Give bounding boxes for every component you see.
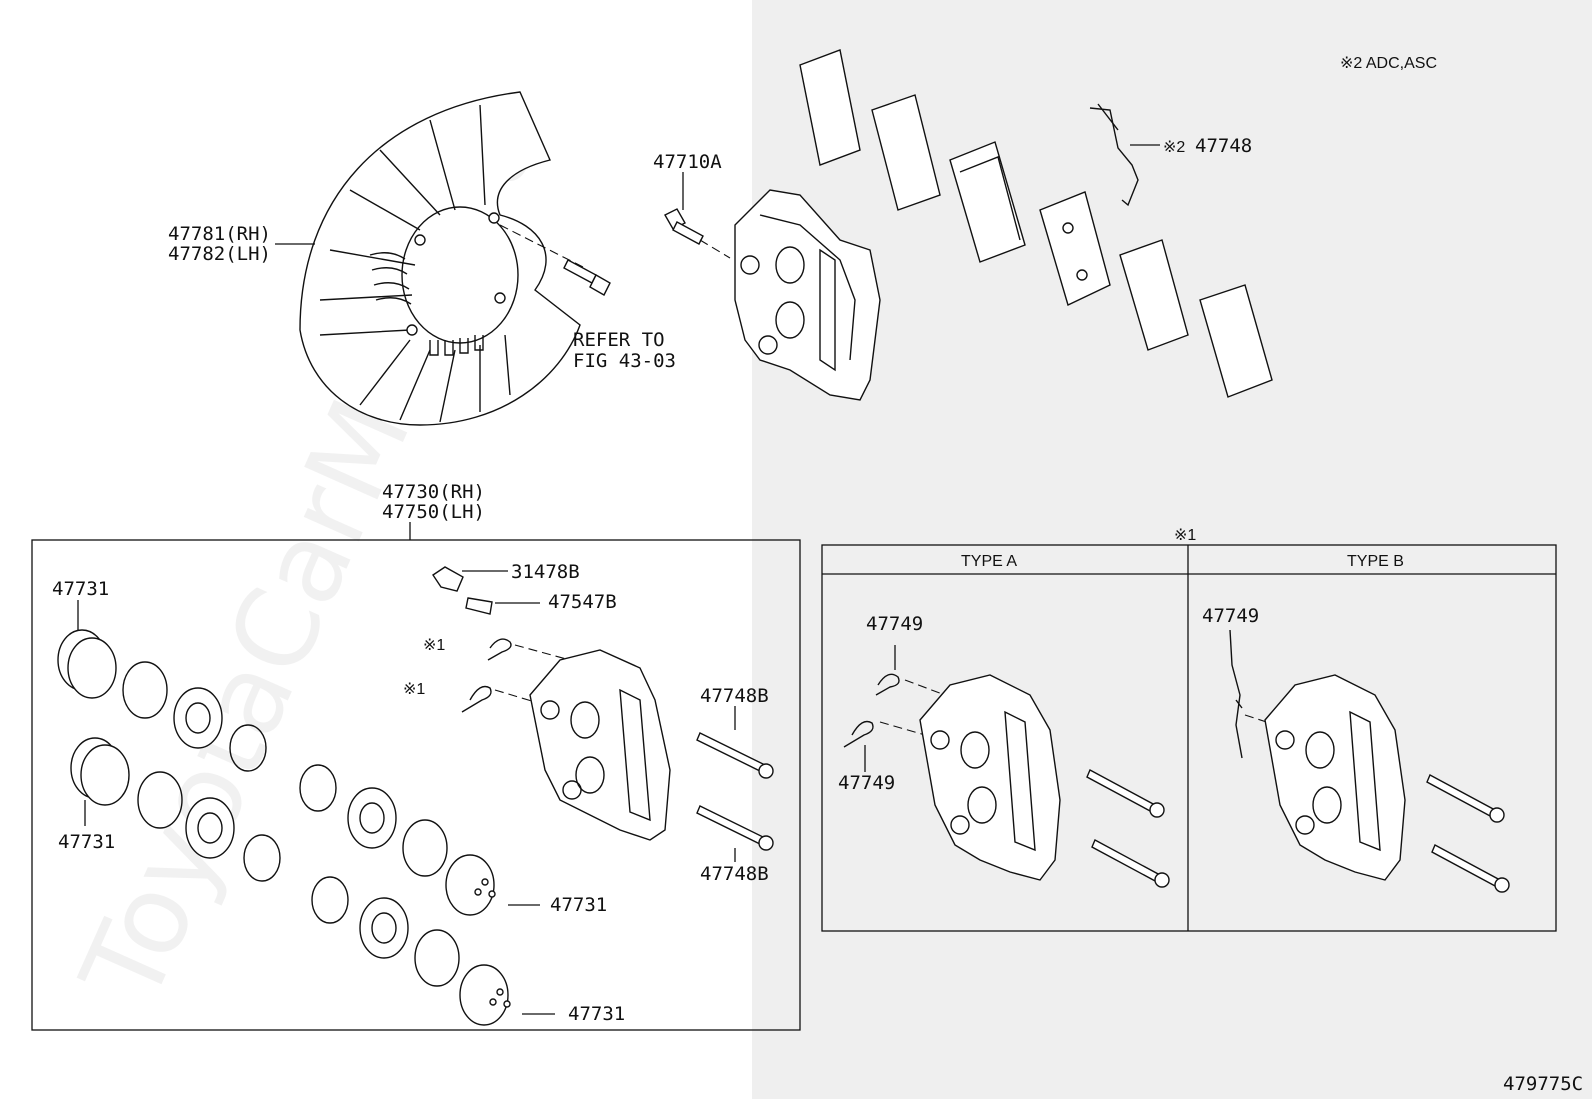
slide-pins xyxy=(696,706,774,862)
label-note-mark-1a: ※1 xyxy=(423,637,445,654)
label-clip-a2: 47749 xyxy=(838,772,895,794)
dust-cover-bolt xyxy=(499,224,611,296)
label-note-mark-1b: ※1 xyxy=(403,681,425,698)
label-piston-1: 47731 xyxy=(52,578,109,600)
label-type-b: TYPE B xyxy=(1347,553,1404,570)
label-piston-3: 47731 xyxy=(550,894,607,916)
label-refer-fig: FIG 43-03 xyxy=(573,350,676,372)
label-pin-1: 47748B xyxy=(700,685,769,707)
label-refer-to: REFER TO xyxy=(573,329,665,351)
label-indicator-47748: 47748 xyxy=(1195,135,1252,157)
dust-cover-plate xyxy=(299,91,581,426)
label-caliper-rh: 47730(RH) xyxy=(382,481,485,503)
caliper-assembly-box xyxy=(31,539,801,1031)
label-cap-31478b: 31478B xyxy=(511,561,580,583)
label-piston-4: 47731 xyxy=(568,1003,625,1025)
label-pin-2: 47748B xyxy=(700,863,769,885)
label-plug-47547b: 47547B xyxy=(548,591,617,613)
label-note-mark-2: ※2 xyxy=(1163,139,1185,156)
caliper-top xyxy=(734,189,881,401)
note-adc-asc: ※2 ADC,ASC xyxy=(1340,55,1437,72)
bolt-47710a xyxy=(664,208,731,259)
bleeder-cap-and-plug xyxy=(432,566,540,615)
label-clip-a1: 47749 xyxy=(866,613,923,635)
label-bolt-47710a: 47710A xyxy=(653,151,722,173)
wear-indicator-47748 xyxy=(1089,103,1160,207)
inset-type-box xyxy=(821,544,1557,932)
caliper-body xyxy=(529,649,671,841)
label-type-a: TYPE A xyxy=(961,553,1017,570)
right-panel-background xyxy=(752,0,1592,1099)
type-b-caliper xyxy=(1229,629,1510,893)
pistons-and-seals xyxy=(57,600,555,1026)
brake-pad-set xyxy=(799,49,1273,398)
label-caliper-lh: 47750(LH) xyxy=(382,501,485,523)
label-dust-cover-rh: 47781(RH) xyxy=(168,223,271,245)
figure-code: 479775C xyxy=(1503,1073,1583,1095)
label-inset-mark: ※1 xyxy=(1174,527,1196,544)
type-a-caliper xyxy=(843,645,1170,888)
label-clip-b1: 47749 xyxy=(1202,605,1259,627)
label-dust-cover-lh: 47782(LH) xyxy=(168,243,271,265)
label-piston-2: 47731 xyxy=(58,831,115,853)
